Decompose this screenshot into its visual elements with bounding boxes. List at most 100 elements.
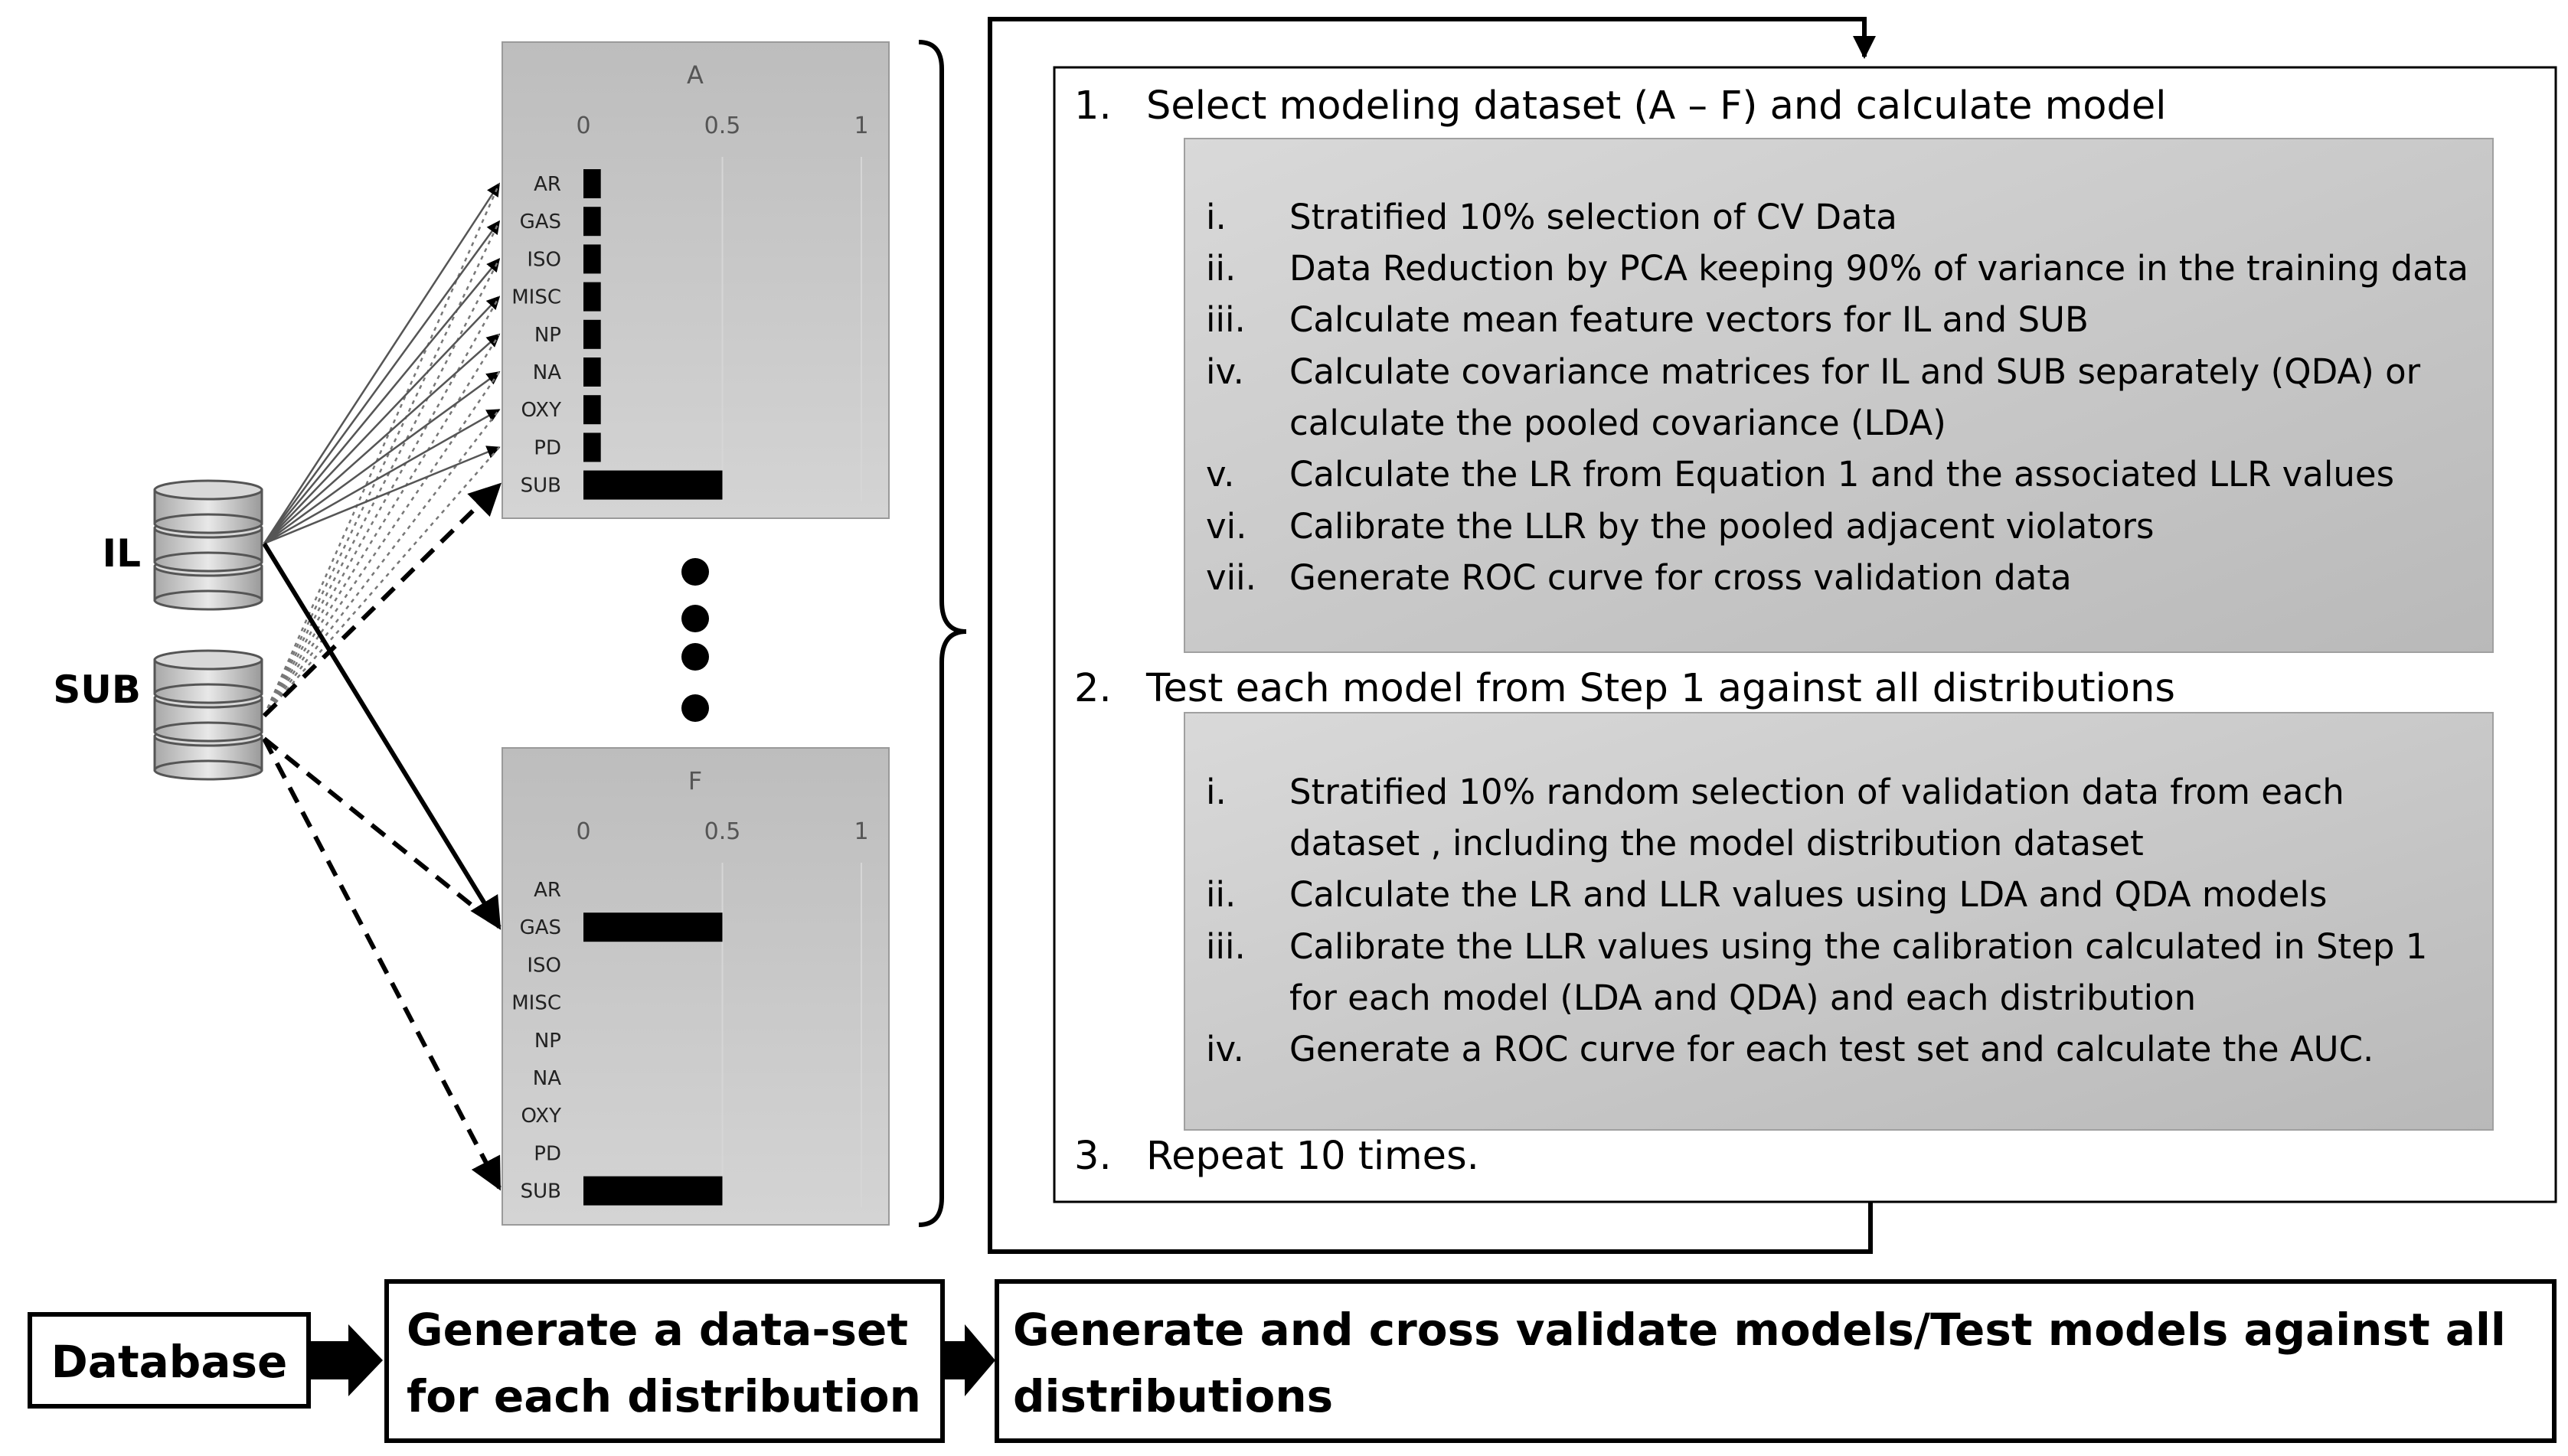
database-cylinder-base (153, 551, 263, 573)
chart-f-category-label: GAS (520, 916, 561, 939)
connector-line (263, 446, 500, 717)
bottom-flow: Database Generate a data-set for each di… (28, 1279, 2557, 1443)
chart-f-category-label: PD (534, 1142, 561, 1165)
substep-number: iii. (1206, 299, 1246, 340)
il-database-icon (153, 479, 263, 611)
connector-line (262, 542, 502, 930)
step-number: 1. (1074, 83, 1112, 129)
chart-f-category-label: SUB (521, 1180, 561, 1203)
sub-label: SUB (53, 668, 141, 712)
chart-f-category-label: OXY (521, 1105, 562, 1128)
connector-line (263, 220, 501, 544)
substep-number: vi. (1206, 506, 1246, 547)
curly-brace (918, 40, 967, 1227)
chart-a-category-label: SUB (521, 475, 561, 498)
substep-number: iv. (1206, 351, 1244, 392)
step-1-substeps-box (1184, 138, 2494, 653)
chart-f-category-label: NP (534, 1030, 561, 1053)
substep-text: Calibrate the LLR values using the calib… (1289, 926, 2427, 967)
chart-a-category-label: AR (534, 173, 561, 196)
connector-line (263, 258, 501, 717)
ellipsis-dot (681, 643, 709, 671)
substep-text: Generate a ROC curve for each test set a… (1289, 1029, 2374, 1069)
step-title: Test each model from Step 1 against all … (1145, 666, 2175, 711)
substep-text: Generate ROC curve for cross validation … (1289, 557, 2072, 598)
chart-f-title: F (688, 766, 702, 795)
flow-arrow (944, 1324, 995, 1396)
flow-arrow (310, 1324, 383, 1396)
chart-f-bar (583, 912, 723, 942)
substep-text: calculate the pooled covariance (LDA) (1289, 403, 1946, 443)
chart-f-bar (583, 1176, 723, 1206)
connector-line (263, 333, 501, 544)
chart-a-bar (583, 169, 601, 198)
chart-a-bar (583, 395, 601, 425)
chart-a-category-label: ISO (527, 248, 561, 271)
chart-a-category-label: MISC (511, 286, 561, 309)
database-box-label: Database (51, 1336, 288, 1388)
chart-a-category-label: PD (534, 436, 561, 459)
generate-dataset-label: Generate a data-set (407, 1304, 908, 1356)
substep-text: for each model (LDA and QDA) and each di… (1289, 978, 2196, 1018)
chart-a-title: A (687, 60, 704, 90)
substep-number: ii. (1206, 248, 1236, 289)
il-label: IL (103, 531, 141, 576)
chart-f-tick-label: 0 (576, 818, 590, 845)
connector-line (263, 258, 501, 544)
connector-line (263, 183, 501, 717)
chart-a-bar (583, 207, 601, 237)
substep-text: Data Reduction by PCA keeping 90% of var… (1289, 248, 2468, 289)
chart-a-tick-label: 0 (576, 113, 590, 139)
connector-line (262, 737, 502, 1191)
chart-a-bar (583, 319, 601, 349)
database-cylinder-base (153, 683, 263, 704)
chart-a-category-label: GAS (520, 211, 561, 233)
chart-f-bars (583, 912, 723, 1206)
chart-a-tick-label: 1 (854, 113, 868, 139)
substep-text: Stratified 10% selection of CV Data (1289, 197, 1897, 237)
chart-a-category-label: NA (533, 361, 561, 384)
connector-line (263, 295, 501, 544)
chart-a-bar (583, 244, 601, 274)
ellipsis-dots (681, 558, 709, 722)
step-number: 2. (1074, 666, 1112, 711)
substep-number: iv. (1206, 1029, 1244, 1069)
database-cylinder-top (153, 649, 263, 671)
chart-a-categories: AR GAS ISO MISC NP NA OXY PD SUB (511, 173, 561, 498)
database-cylinder-base (153, 759, 263, 781)
generate-dataset-label: for each distribution (407, 1370, 921, 1422)
chart-a-category-label: NP (534, 324, 561, 347)
chart-a-bar (583, 357, 601, 387)
connector-line (263, 736, 501, 929)
chart-a-bars (583, 169, 723, 500)
chart-a-background (502, 41, 890, 519)
ellipsis-dot (681, 694, 709, 722)
ellipsis-dot (681, 558, 709, 586)
chart-a-category-label: OXY (521, 399, 562, 422)
step-title: Repeat 10 times. (1146, 1134, 1479, 1179)
connector-line (263, 220, 501, 717)
substep-text: dataset , including the model distributi… (1289, 823, 2144, 863)
substep-text: Calculate mean feature vectors for IL an… (1289, 299, 2089, 340)
database-connections (262, 182, 502, 1191)
substep-number: i. (1206, 197, 1227, 237)
chart-f-category-label: AR (534, 879, 561, 902)
chart-f-category-label: MISC (511, 992, 561, 1015)
database-cylinder-base (153, 589, 263, 611)
chart-a-tick-label: 0.5 (704, 113, 741, 139)
substep-text: Calculate the LR from Equation 1 and the… (1289, 454, 2394, 495)
connector-line (263, 446, 501, 545)
connector-line (263, 182, 501, 544)
chart-f-category-label: ISO (527, 954, 561, 977)
substep-text: Calculate covariance matrices for IL and… (1289, 351, 2421, 392)
chart-a-bar (583, 433, 601, 462)
process-steps: 1. Select modeling dataset (A – F) and c… (1074, 83, 2468, 1179)
substep-text: Calculate the LR and LLR values using LD… (1289, 874, 2327, 915)
connector-line (263, 371, 501, 717)
step-title: Select modeling dataset (A – F) and calc… (1146, 83, 2166, 129)
chart-a-bar (583, 470, 723, 500)
